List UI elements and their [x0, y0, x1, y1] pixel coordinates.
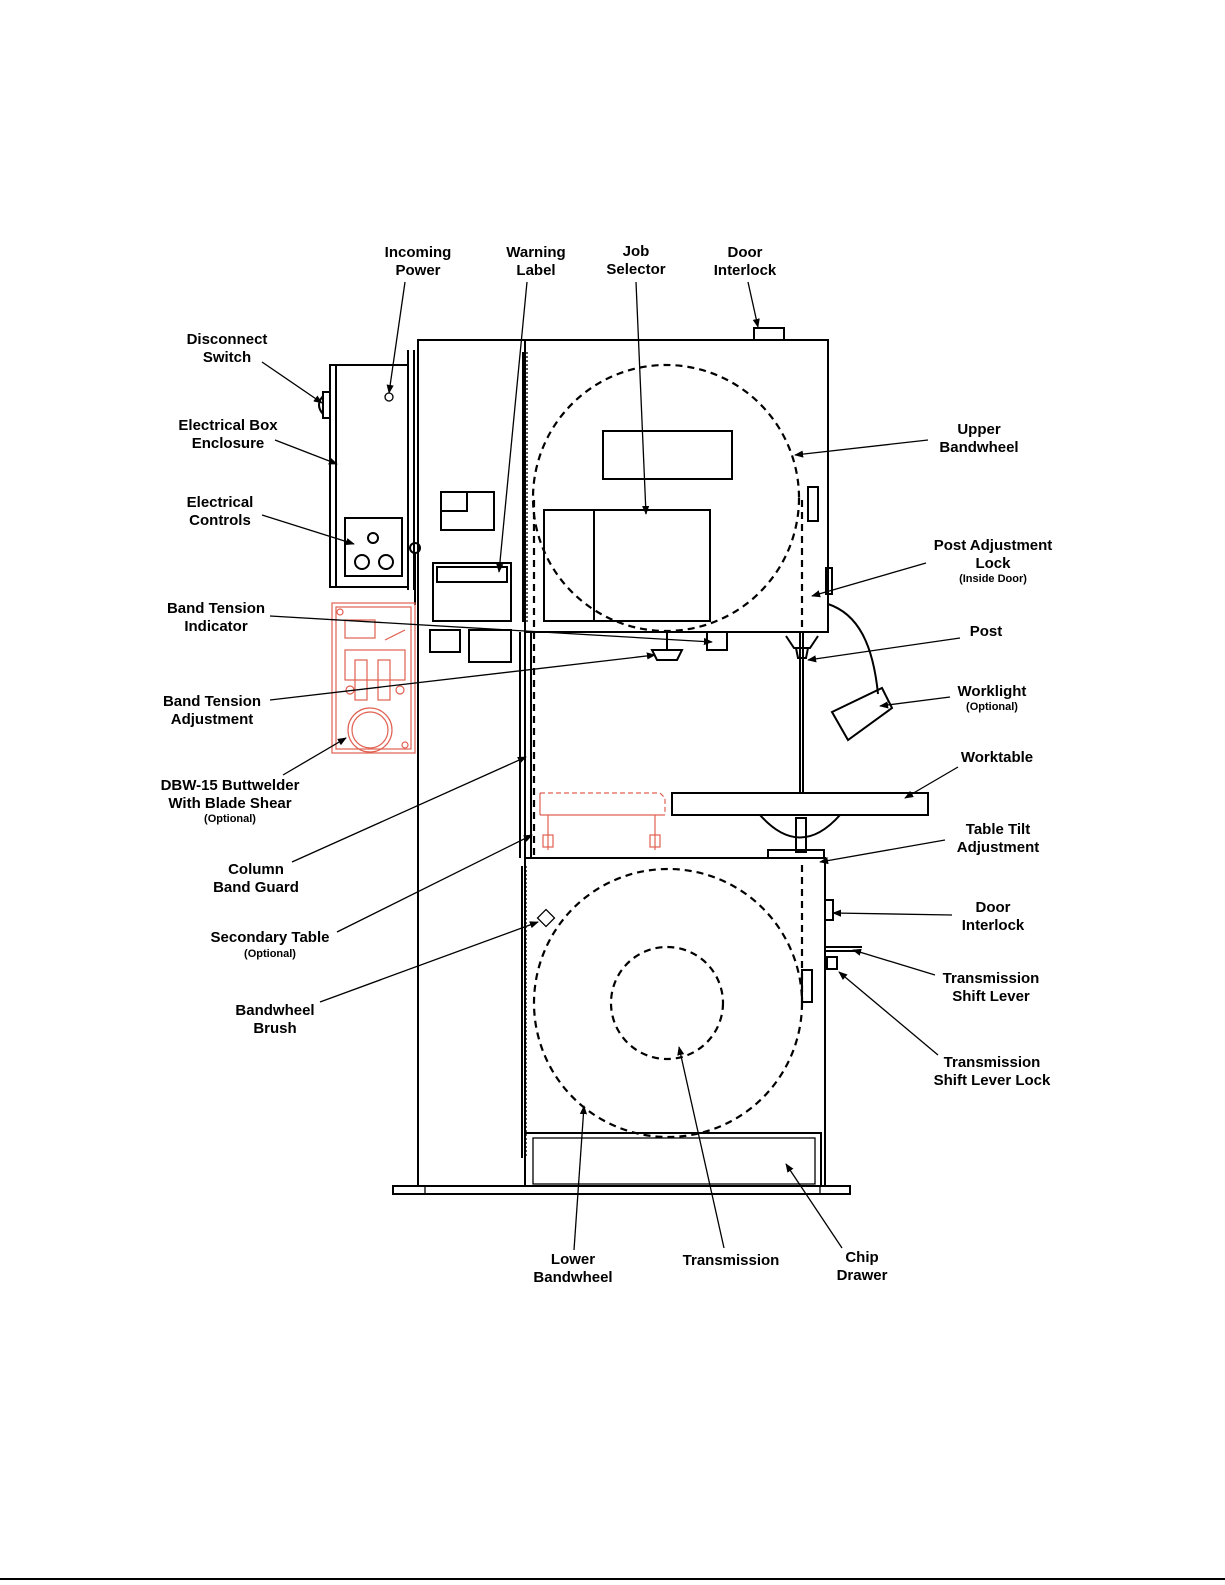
label-secondary-table: Secondary Table	[211, 929, 330, 946]
label-worklight-note: (Optional)	[966, 701, 1018, 713]
worktable	[671, 792, 929, 859]
upper-interior	[531, 363, 804, 855]
column-panels	[429, 491, 512, 663]
lower-interior	[532, 865, 804, 1139]
label-secondary-table-note: (Optional)	[244, 948, 296, 960]
label-post-adjustment-lock-note: (Inside Door)	[959, 573, 1027, 585]
buttwelder-optional	[331, 602, 416, 754]
label-worktable: Worktable	[961, 749, 1033, 766]
label-post: Post	[970, 623, 1003, 640]
secondary-table-optional	[539, 792, 666, 850]
label-transmission: Transmission	[683, 1252, 780, 1269]
leader-lines	[261, 281, 961, 1251]
label-buttwelder-note: (Optional)	[204, 813, 256, 825]
label-worklight: Worklight	[958, 683, 1027, 700]
electrical-box	[318, 350, 421, 605]
page-bottom-rule	[0, 1578, 1225, 1580]
machine-frame	[392, 327, 862, 1195]
